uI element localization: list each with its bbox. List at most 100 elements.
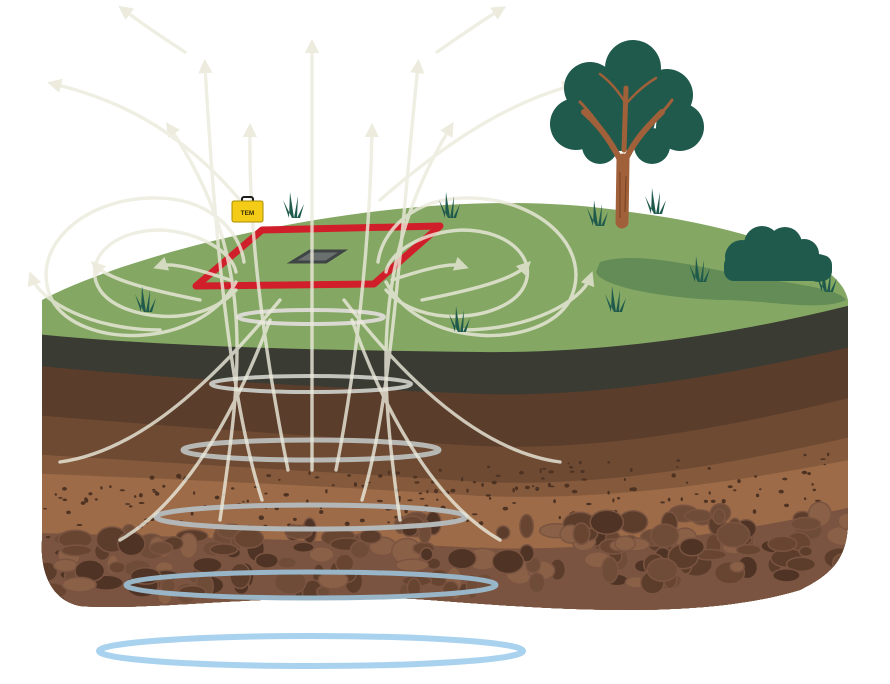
- soil-speckle: [487, 465, 491, 469]
- soil-speckle: [752, 509, 757, 514]
- grass-tuft-icon: [135, 286, 156, 312]
- gravel-pebble: [798, 545, 814, 558]
- soil-speckle: [414, 481, 420, 484]
- gravel-pebble: [149, 541, 174, 556]
- grass-tuft-icon: [816, 266, 837, 292]
- soil-speckle: [569, 470, 575, 473]
- soil-speckle: [631, 487, 637, 492]
- soil-speckle: [812, 488, 816, 492]
- soil-speckle: [801, 470, 808, 475]
- soil-speckle: [426, 489, 429, 494]
- soil-speckle: [151, 488, 156, 491]
- soil-speckle: [378, 474, 383, 478]
- soil-speckle: [152, 490, 158, 493]
- gravel-pebble: [308, 546, 335, 563]
- soil-speckle: [190, 511, 194, 516]
- soil-speckle: [62, 487, 67, 491]
- soil-speckle: [45, 535, 51, 539]
- tree-bark-detail: [619, 172, 627, 218]
- tree-icon: [550, 40, 704, 229]
- soil-speckle: [754, 475, 758, 478]
- soil-speckle: [502, 506, 509, 511]
- bush-icon: [724, 226, 832, 282]
- tem-instrument-case-icon: TEM: [231, 196, 264, 223]
- soil-speckle: [660, 501, 665, 504]
- soil-speckle: [139, 493, 143, 498]
- gravel-pebble: [823, 546, 848, 570]
- soil-speckle: [413, 475, 418, 479]
- soil-speckle: [727, 485, 733, 489]
- soil-speckle: [76, 524, 83, 526]
- soil-speckle: [617, 496, 621, 500]
- gravel-pebble: [614, 535, 636, 552]
- soil-speckle: [667, 497, 671, 502]
- soil-speckle: [721, 499, 726, 504]
- soil-speckle: [569, 466, 573, 469]
- gravel-pebble: [831, 552, 848, 575]
- soil-speckle: [671, 473, 676, 478]
- soil-speckle: [43, 507, 47, 510]
- soil-speckle: [512, 502, 517, 504]
- soil-speckle: [359, 518, 365, 523]
- soil-speckle: [512, 488, 515, 493]
- soil-speckle: [807, 472, 811, 476]
- soil-speckle: [703, 499, 709, 503]
- soil-speckle: [154, 492, 160, 496]
- gravel-pebble: [589, 509, 625, 535]
- soil-speckle: [450, 488, 456, 493]
- soil-speckle: [306, 499, 309, 503]
- soil-speckle: [558, 515, 561, 520]
- soil-speckle: [331, 484, 335, 487]
- soil-speckle: [125, 503, 131, 505]
- soil-speckle: [314, 476, 320, 479]
- soil-speckle: [424, 504, 429, 507]
- soil-speckle: [581, 478, 587, 481]
- soil-speckle: [438, 468, 442, 472]
- soil-speckle: [549, 485, 555, 488]
- soil-speckle: [88, 492, 93, 496]
- soil-speckle: [531, 485, 535, 488]
- soil-speckle: [778, 489, 784, 494]
- soil-speckle: [827, 452, 830, 457]
- gravel-pebble: [767, 535, 798, 552]
- soil-speckle: [387, 470, 391, 475]
- gravel-pebble: [335, 553, 355, 573]
- soil-speckle: [485, 494, 491, 497]
- soil-speckle: [488, 497, 492, 500]
- soil-speckle: [680, 497, 683, 502]
- soil-speckle: [84, 497, 88, 502]
- soil-speckle: [820, 458, 826, 460]
- soil-speckle: [54, 493, 57, 496]
- soil-speckle: [782, 477, 788, 481]
- gravel-pebble: [233, 528, 265, 549]
- magnetic-field-lines: [27, 5, 595, 542]
- soil-speckle: [472, 481, 477, 484]
- gravel-pebble: [192, 556, 223, 574]
- soil-speckle: [539, 468, 542, 471]
- soil-speckle: [539, 470, 542, 474]
- gravel-pebble: [117, 531, 146, 557]
- gravel-pebble: [785, 556, 817, 573]
- gravel-pebble: [209, 543, 239, 556]
- gravel-pebble: [419, 547, 434, 562]
- soil-speckle: [607, 490, 610, 495]
- gravel-pebble: [491, 548, 525, 575]
- gravel-pebble: [771, 567, 801, 583]
- gravel-pebble: [712, 508, 726, 525]
- gravel-pebble: [60, 544, 93, 557]
- soil-speckle: [293, 517, 297, 522]
- gravel-pebble: [683, 509, 714, 523]
- soil-speckle: [524, 485, 530, 490]
- soil-speckle: [676, 459, 681, 462]
- gravel-pebble: [600, 556, 619, 584]
- soil-speckle: [586, 502, 592, 506]
- soil-speckle: [385, 508, 391, 511]
- soil-speckle: [62, 498, 67, 502]
- soil-speckle: [100, 486, 103, 490]
- gravel-pebble: [646, 557, 679, 582]
- soil-speckle: [325, 489, 328, 494]
- gravel-pebble: [678, 537, 706, 557]
- gravel-pebble: [229, 562, 252, 590]
- soil-speckle: [193, 491, 196, 495]
- soil-speckle: [630, 468, 633, 472]
